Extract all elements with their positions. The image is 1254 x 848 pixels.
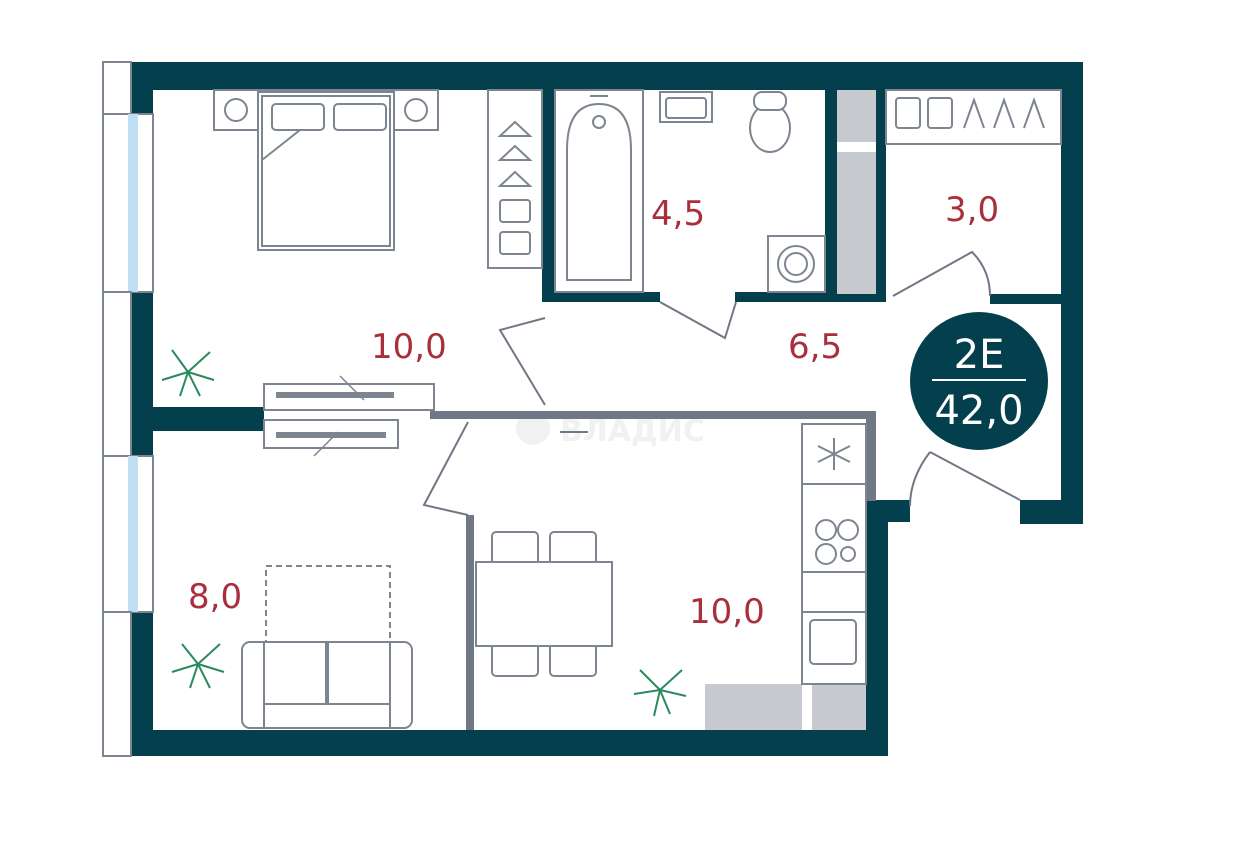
partitions (430, 411, 876, 730)
wardrobe-bedroom (487, 89, 543, 269)
bathtub (554, 89, 644, 293)
area-label-living: 8,0 (188, 577, 242, 617)
windows (102, 61, 154, 757)
kitchen-counter (801, 423, 867, 685)
total-area: 42,0 (934, 388, 1023, 434)
storage-blocks (705, 90, 876, 730)
area-label-kitchen: 10,0 (689, 592, 765, 632)
area-label-wardrobe: 3,0 (945, 190, 999, 230)
sink (659, 91, 713, 123)
wardrobe-shelf (885, 89, 1062, 145)
washing-machine (767, 235, 826, 293)
doors (422, 250, 1021, 516)
toilet (749, 91, 791, 153)
area-label-hall: 6,5 (788, 327, 842, 367)
sofa (241, 565, 413, 729)
plant-icon (171, 643, 225, 689)
apartment-type: 2E (954, 332, 1005, 378)
area-label-bedroom: 10,0 (371, 327, 447, 367)
plant-icon (633, 669, 687, 717)
bed (213, 89, 439, 251)
area-label-bathroom: 4,5 (651, 194, 705, 234)
walls (131, 62, 1083, 756)
sliding-wardrobe (263, 375, 435, 457)
apartment-badge: 2E 42,0 (910, 312, 1048, 450)
plant-icon (161, 349, 215, 397)
snowflake-icon (817, 438, 851, 470)
dining-table (475, 531, 613, 677)
